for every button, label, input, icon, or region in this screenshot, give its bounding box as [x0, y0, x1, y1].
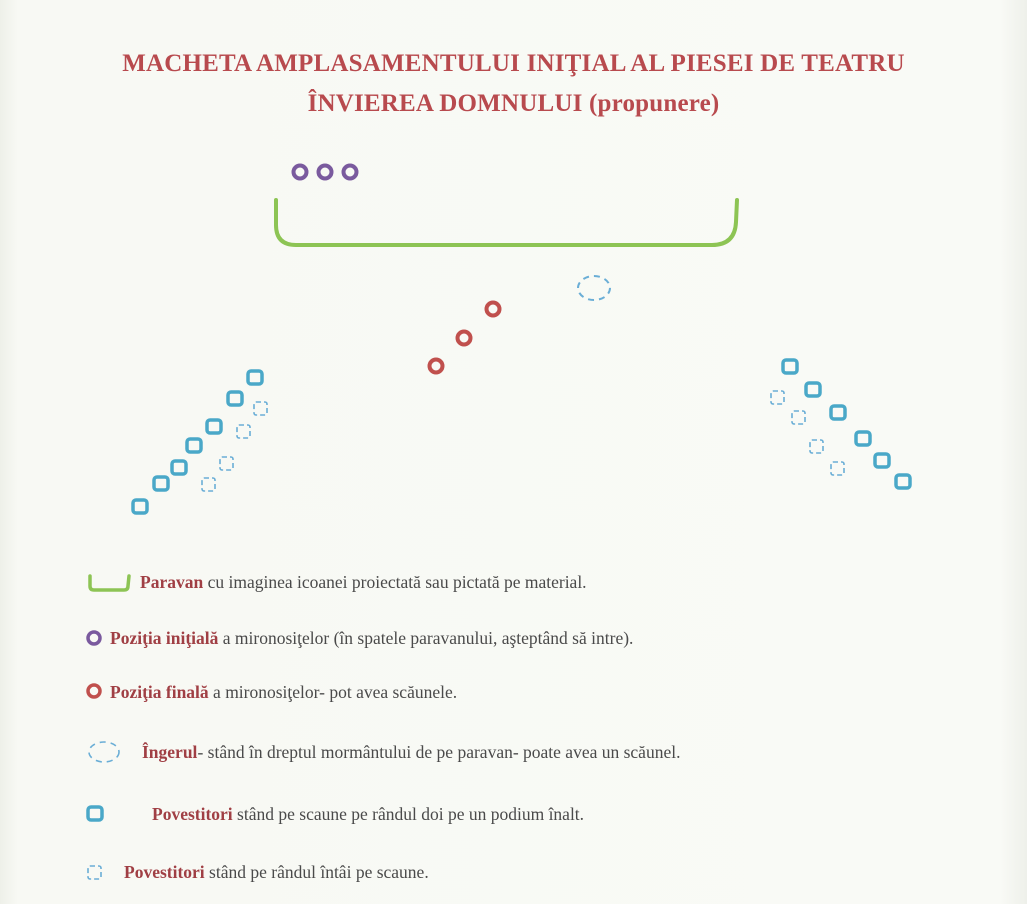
narrator-seat [770, 390, 785, 405]
legend-term: Povestitori [152, 803, 233, 824]
narrator-seat [253, 401, 268, 416]
narrator-seat [829, 404, 847, 421]
narrator-seat [236, 424, 251, 439]
initial-position-marker [341, 163, 359, 181]
narrator-seat [170, 459, 188, 476]
legend-item-narrators-first-row: Povestitori stând pe rândul întâi pe sca… [84, 860, 429, 884]
narrator-seat [873, 452, 891, 469]
legend-term: Poziţia iniţială [110, 627, 219, 648]
final-position-marker [455, 329, 473, 347]
stage-layout [131, 163, 912, 515]
legend-text: Povestitori stând pe scaune pe rândul do… [152, 804, 584, 825]
angel-position [577, 275, 611, 301]
legend-description: - stând în dreptul mormântului de pe par… [197, 741, 681, 762]
right-narrators-row-one [770, 390, 845, 476]
left-narrators-row-two [131, 369, 264, 515]
narrator-seat [219, 456, 234, 471]
narrator-seat [781, 358, 799, 375]
legend-text: Paravan cu imaginea icoanei proiectată s… [140, 572, 587, 593]
legend-text: Poziţia finală a mironosiţelor- pot avea… [110, 682, 457, 703]
narrator-seat [246, 369, 264, 386]
legend-description: a mironosiţelor- pot avea scăunele. [208, 681, 458, 702]
legend-text: Îngerul- stând în dreptul mormântului de… [142, 742, 680, 763]
narrator-seat [201, 477, 216, 492]
dashed-square-icon [87, 865, 102, 880]
narrator-seat [809, 439, 824, 454]
legend-term: Poziţia finală [110, 681, 209, 702]
legend-item-screen: Paravan cu imaginea icoanei proiectată s… [84, 570, 587, 594]
purple-circle-icon [86, 630, 102, 646]
diagram-title-line-1: MACHETA AMPLASAMENTULUI INIŢIAL AL PIESE… [122, 50, 905, 77]
legend-term: Îngerul [142, 741, 198, 762]
narrator-seat [830, 461, 845, 476]
final-positions [427, 300, 502, 375]
initial-position-marker [291, 163, 309, 181]
final-position-marker [427, 357, 445, 375]
narrator-seat [894, 473, 912, 490]
initial-positions [291, 163, 359, 181]
legend-term: Paravan [140, 571, 204, 592]
legend-description: cu imaginea icoanei proiectată sau picta… [203, 571, 587, 592]
screen-paravan [274, 198, 739, 247]
legend-text: Povestitori stând pe rândul întâi pe sca… [124, 862, 429, 883]
narrator-seat [791, 410, 806, 425]
narrator-seat [804, 381, 822, 398]
legend-item-angel: Îngerul- stând în dreptul mormântului de… [84, 740, 680, 764]
narrator-seat [205, 418, 223, 435]
narrator-seat [131, 498, 149, 515]
red-circle-icon [86, 683, 102, 699]
legend-description: a mironosiţelor (în spatele paravanului,… [218, 627, 634, 648]
legend-description: stând pe scaune pe rândul doi pe un podi… [232, 803, 585, 824]
screen-icon [88, 574, 131, 592]
blue-square-icon [86, 805, 104, 822]
legend-text: Poziţia iniţială a mironosiţelor (în spa… [110, 628, 633, 649]
initial-position-marker [316, 163, 334, 181]
right-narrators-row-two [781, 358, 912, 490]
diagram-title-line-2: ÎNVIEREA DOMNULUI (propunere) [307, 90, 720, 117]
legend-item-initial-position: Poziţia iniţială a mironosiţelor (în spa… [84, 626, 633, 650]
dashed-ellipse-icon [88, 741, 120, 763]
narrator-seat [854, 430, 872, 447]
legend-item-narrators-podium: Povestitori stând pe scaune pe rândul do… [84, 802, 584, 826]
narrator-seat [226, 390, 244, 407]
final-position-marker [484, 300, 502, 318]
narrator-seat [152, 475, 170, 492]
narrator-seat [185, 437, 203, 454]
left-narrators-row-one [201, 401, 268, 492]
legend-term: Povestitori [124, 861, 205, 882]
legend-description: stând pe rândul întâi pe scaune. [204, 861, 429, 882]
legend-item-final-position: Poziţia finală a mironosiţelor- pot avea… [84, 680, 457, 704]
